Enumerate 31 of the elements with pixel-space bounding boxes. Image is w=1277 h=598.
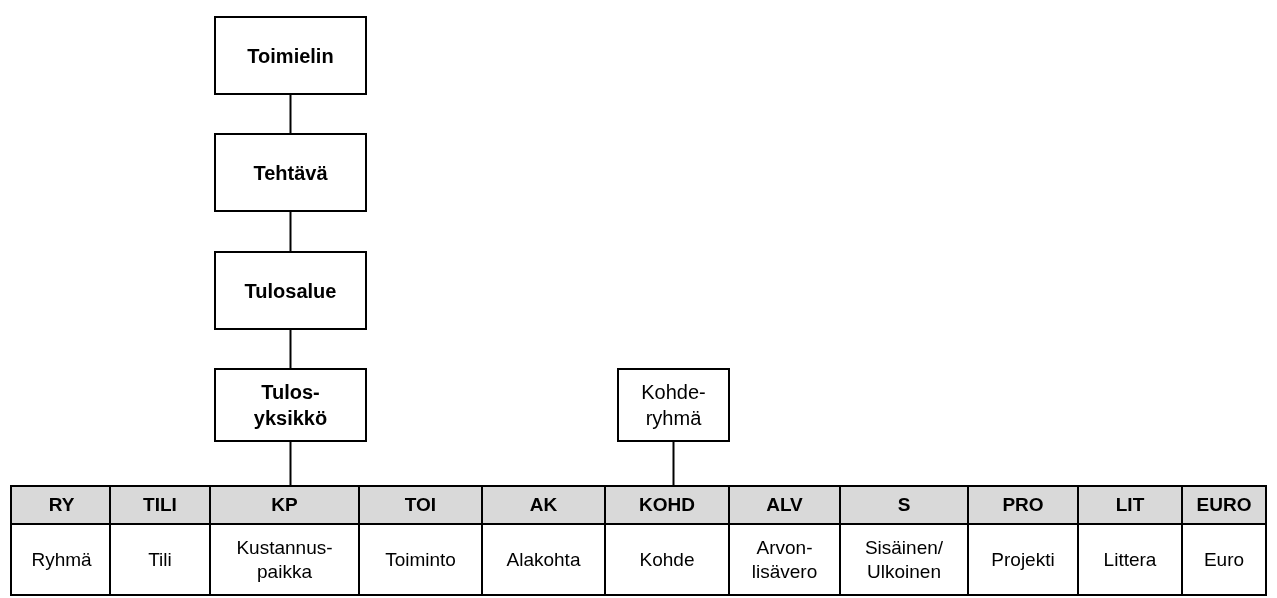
table-column bbox=[481, 485, 606, 596]
table-column bbox=[209, 485, 360, 596]
column-header: TOI bbox=[360, 487, 481, 525]
table-column bbox=[728, 485, 841, 596]
hierarchy-box: Tulosalue bbox=[214, 251, 367, 330]
column-header: TILI bbox=[111, 487, 209, 525]
table-column bbox=[358, 485, 483, 596]
column-header: AK bbox=[483, 487, 604, 525]
column-header: RY bbox=[12, 487, 111, 525]
connector-line bbox=[289, 211, 292, 252]
column-header: KP bbox=[211, 487, 358, 525]
column-header: LIT bbox=[1079, 487, 1181, 525]
table-column bbox=[967, 485, 1079, 596]
table-column bbox=[839, 485, 969, 596]
table-column bbox=[1077, 485, 1183, 596]
column-header: KOHD bbox=[606, 487, 728, 525]
hierarchy-box: Tulos-yksikkö bbox=[214, 368, 367, 442]
column-header: S bbox=[841, 487, 967, 525]
table-column bbox=[604, 485, 730, 596]
column-header: PRO bbox=[969, 487, 1077, 525]
hierarchy-box: Kohde-ryhmä bbox=[617, 368, 730, 442]
connector-line bbox=[672, 441, 675, 486]
column-header: ALV bbox=[730, 487, 839, 525]
table-column bbox=[1181, 485, 1267, 596]
column-header: EURO bbox=[1183, 487, 1265, 525]
connector-line bbox=[289, 329, 292, 369]
hierarchy-box: Toimielin bbox=[214, 16, 367, 95]
hierarchy-box: Tehtävä bbox=[214, 133, 367, 212]
connector-line bbox=[289, 441, 292, 486]
table-column bbox=[109, 485, 211, 596]
connector-line bbox=[289, 94, 292, 134]
